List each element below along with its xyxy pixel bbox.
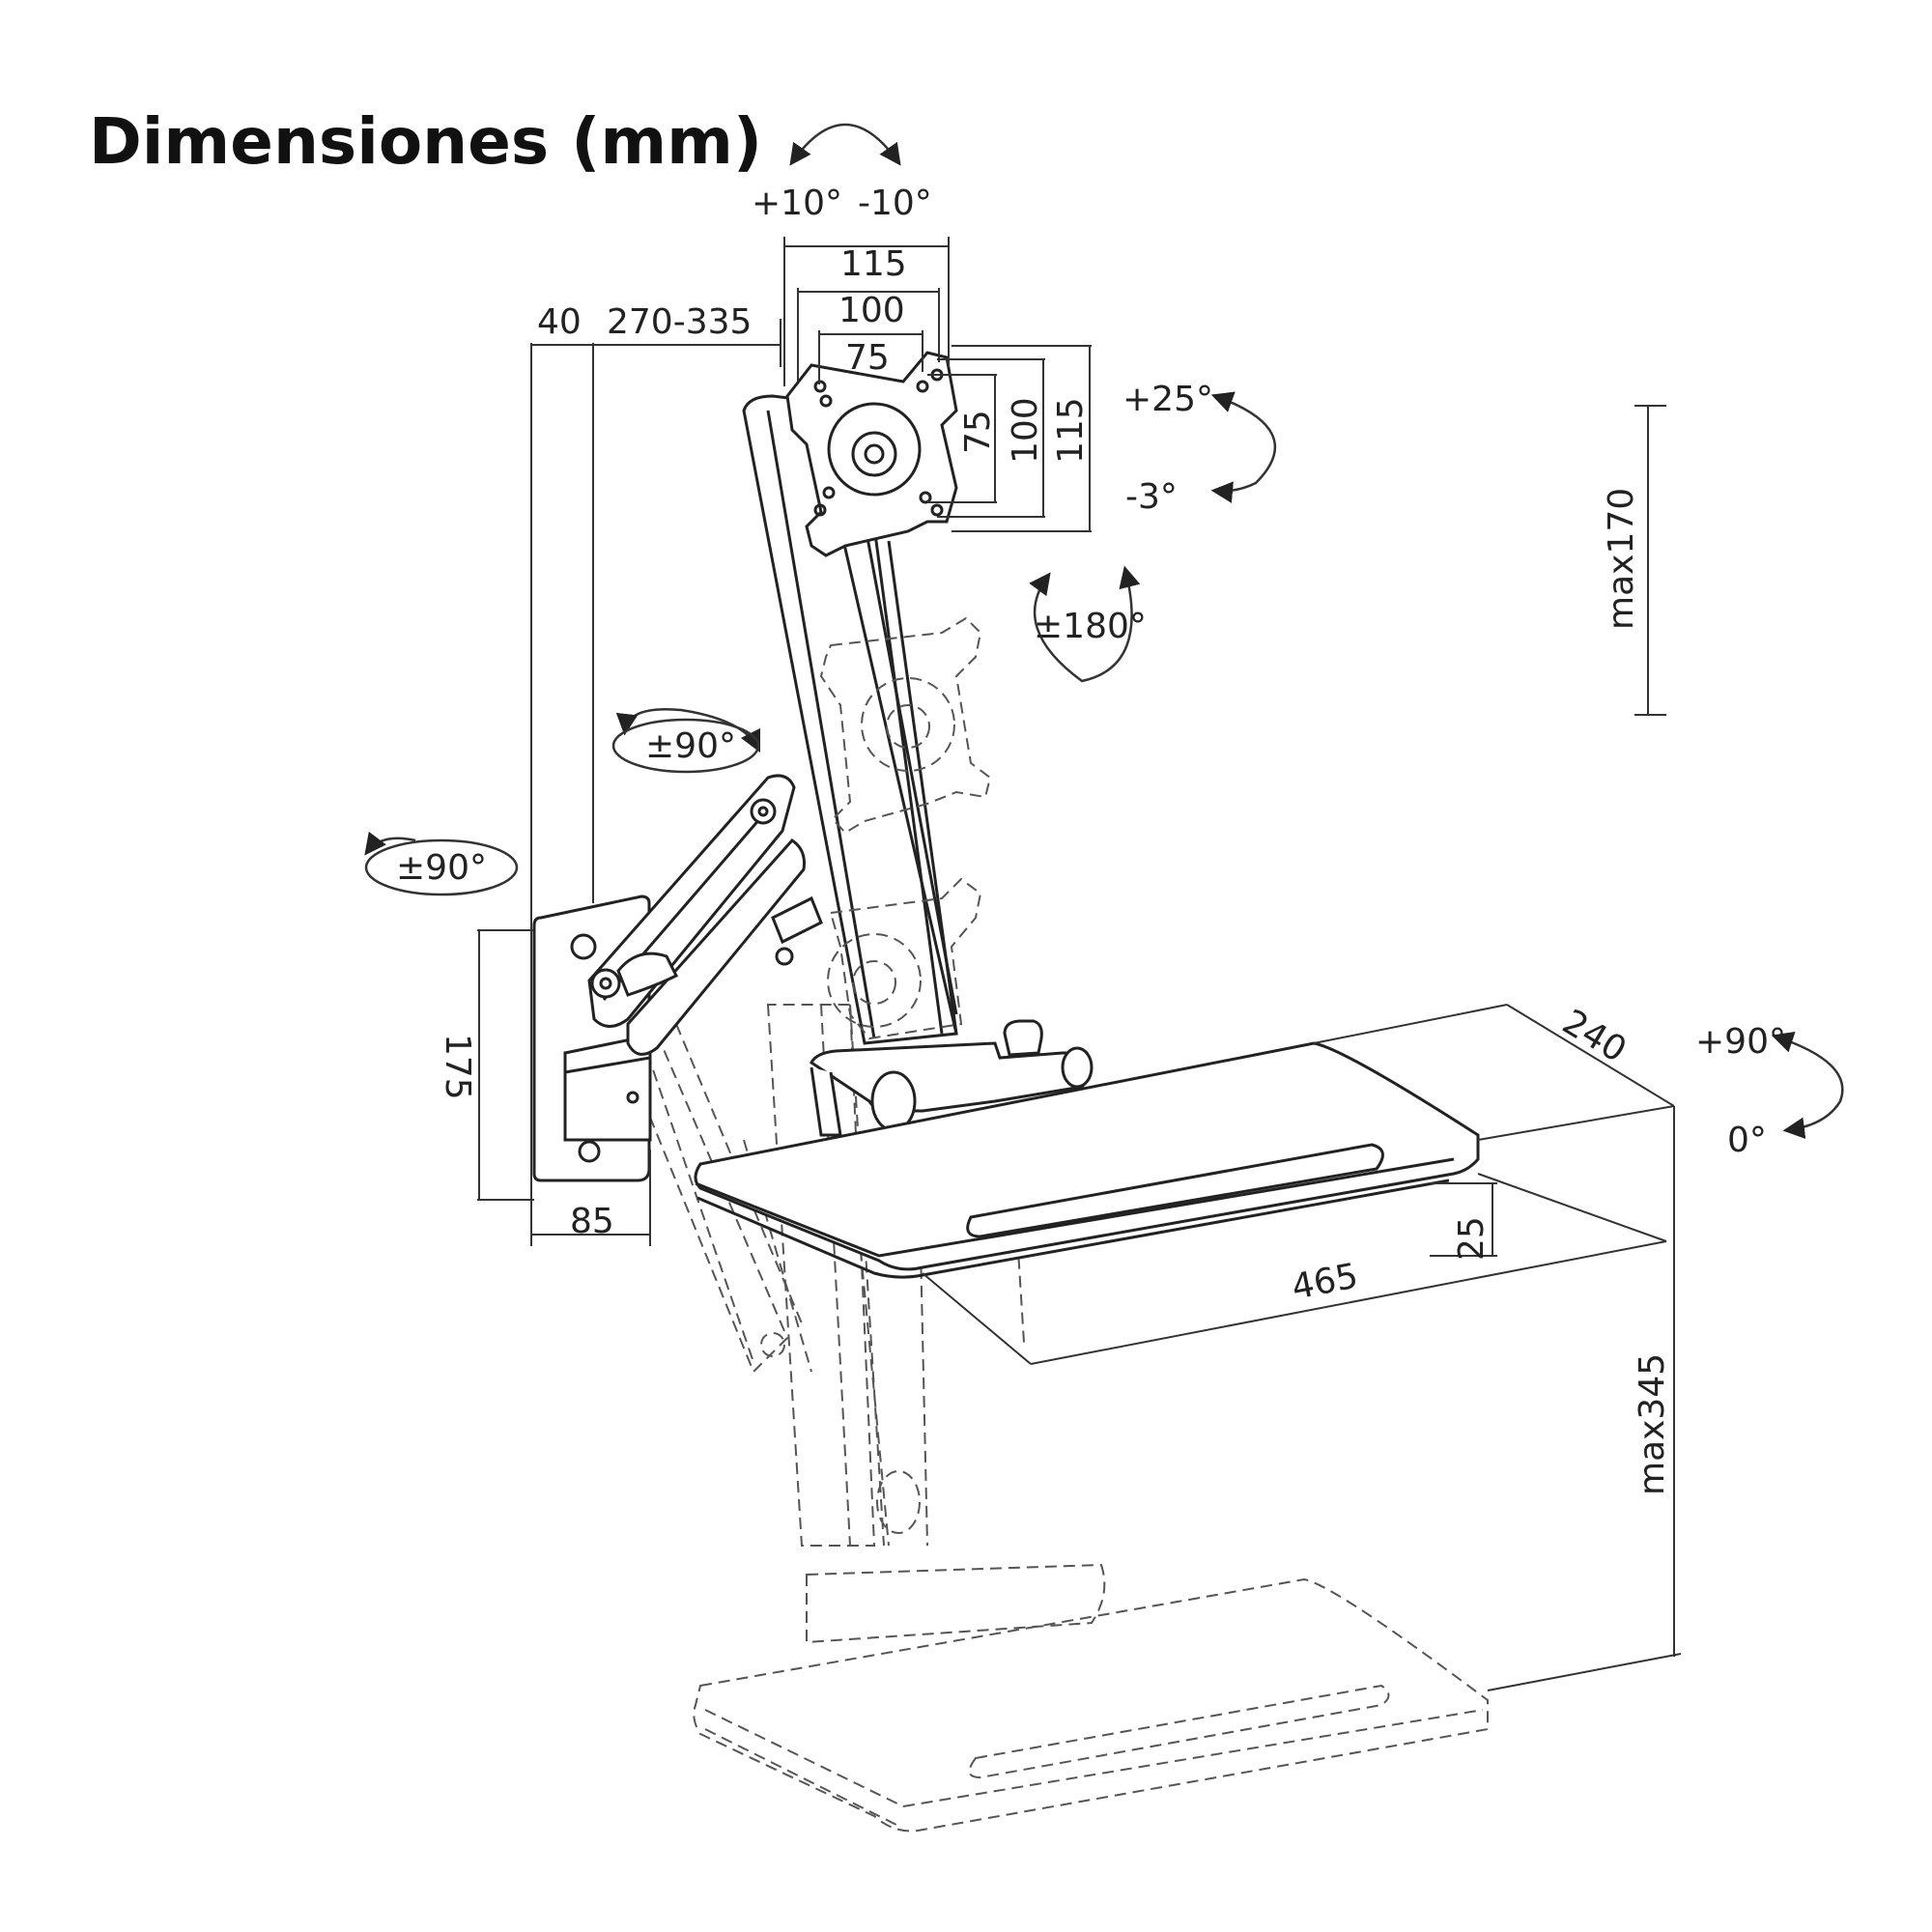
rotation-label: ±180°	[1034, 607, 1147, 646]
max-height-monitor-label: max170	[1602, 488, 1641, 630]
arm-reach-label: 270-335	[607, 302, 752, 342]
tray-hub	[810, 1019, 1094, 1137]
max-height-tray-label: max345	[1633, 1353, 1672, 1495]
vesa-v-100-label: 100	[1006, 397, 1045, 464]
vesa-h-115-label: 115	[840, 244, 907, 284]
vesa-v-115-label: 115	[1051, 397, 1091, 464]
dimension-lines	[477, 237, 1682, 1691]
tilt-down-label: -3°	[1125, 477, 1178, 517]
gas-spring-arm	[587, 774, 823, 1056]
vesa-plate-top	[785, 351, 958, 557]
dimension-labels: +10° -10° 115 100 75 40 270-335 75 100 1…	[396, 184, 1786, 1495]
vesa-plate-middle-ghost	[819, 616, 992, 835]
tray-tilt-pos-label: +90°	[1695, 1022, 1786, 1062]
swivel-arm-label: ±90°	[645, 726, 736, 766]
plate-height-label: 175	[438, 1034, 477, 1100]
page-title: Dimensiones (mm)	[89, 104, 763, 179]
vesa-plate-lower-ghost	[827, 877, 982, 1040]
vesa-h-100-label: 100	[838, 291, 905, 330]
tilt-pos-label: +10°	[752, 184, 842, 223]
tilt-up-label: +25°	[1122, 380, 1213, 419]
tray-tilt-zero-label: 0°	[1727, 1121, 1767, 1160]
wall-depth-label: 40	[537, 302, 582, 342]
tray-width-label: 465	[1289, 1256, 1361, 1307]
rotation-arrows	[364, 123, 1844, 1139]
vesa-h-75-label: 75	[845, 338, 890, 378]
vertical-column	[742, 394, 958, 1045]
tilt-neg-label: -10°	[858, 184, 932, 223]
keyboard-tray	[694, 1041, 1480, 1279]
plate-width-label: 85	[570, 1202, 614, 1241]
tray-thickness-label: 25	[1452, 1216, 1492, 1261]
tray-depth-label: 240	[1555, 1003, 1633, 1071]
swivel-wall-label: ±90°	[396, 848, 487, 888]
vesa-v-75-label: 75	[958, 410, 998, 454]
